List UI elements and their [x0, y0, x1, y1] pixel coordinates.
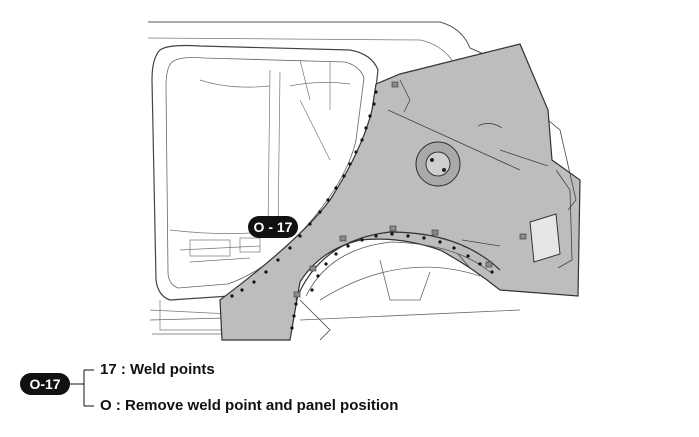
- panel-details: [299, 79, 549, 341]
- lower-sill: [149, 259, 521, 335]
- callout-label: O - 17: [254, 219, 293, 235]
- panel-clips: [293, 81, 527, 298]
- door-opening-inner: [165, 57, 365, 289]
- interior-structure: [149, 59, 351, 331]
- arch-weld-points: [290, 232, 494, 330]
- legend-remove-weld: O : Remove weld point and panel position: [100, 397, 399, 414]
- legend-weld-points: 17 : Weld points: [100, 361, 215, 378]
- legend-bracket: [70, 369, 94, 407]
- fuel-filler: [415, 141, 461, 187]
- roof-inner-line: [147, 37, 453, 61]
- wheel-arch-lip: [305, 241, 491, 297]
- legend-badge: O-17: [20, 373, 70, 395]
- roof-outline: [148, 21, 489, 57]
- pillar-weld-points: [230, 90, 378, 298]
- quarter-panel: [219, 43, 581, 341]
- rear-lamp-cutout: [529, 119, 577, 269]
- callout-badge: O - 17: [248, 216, 298, 238]
